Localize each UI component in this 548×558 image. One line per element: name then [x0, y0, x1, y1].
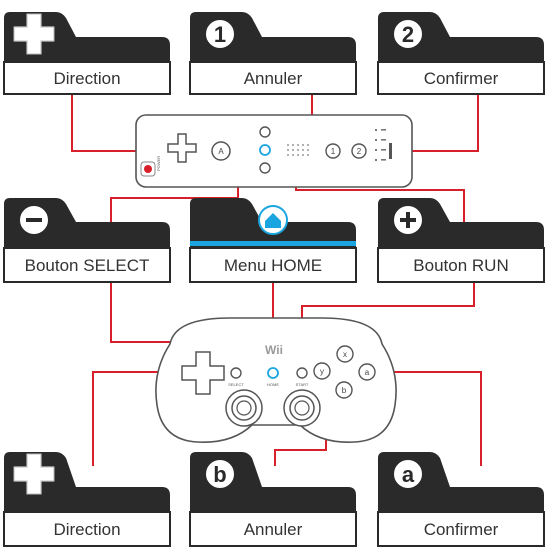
wii-1-button[interactable] [325, 143, 341, 159]
classic-controller-body [155, 317, 397, 443]
dpad-icon [13, 453, 55, 495]
badge-circle [392, 458, 424, 490]
classic-logo: Wii [265, 343, 283, 357]
label-box-body [189, 511, 357, 547]
label-box-text: Direction [53, 520, 120, 539]
player-leds [375, 129, 386, 161]
right-analog-stick[interactable] [283, 389, 321, 427]
label-box-text: Annuler [244, 69, 303, 88]
speaker-dots [287, 144, 309, 156]
home-icon-shape [265, 213, 281, 228]
label-box-body [189, 61, 357, 95]
label-box-text: Bouton RUN [413, 256, 508, 275]
label-box-text: Annuler [244, 520, 303, 539]
wii-remote-logo-icon [389, 143, 392, 159]
wii-1-label: 1 [331, 147, 336, 156]
classic-select-label: SELECT [228, 382, 244, 387]
wii-2-button[interactable] [351, 143, 367, 159]
power-label: POWER [156, 156, 161, 171]
label-box: Direction [3, 452, 171, 547]
label-box-body [377, 247, 545, 283]
classic-start-button[interactable] [296, 367, 308, 379]
classic-x-label: x [343, 350, 347, 359]
label-box: Annuler b [189, 452, 357, 547]
classic-y-button[interactable] [313, 362, 331, 380]
wii-remote-body [135, 114, 413, 188]
badge-circle [204, 458, 236, 490]
label-box-text: Confirmer [424, 520, 499, 539]
label-box-text: Bouton SELECT [25, 256, 150, 275]
label-box-body [189, 247, 357, 283]
classic-home-label: HOME [267, 382, 279, 387]
label-box-text: Menu HOME [224, 256, 322, 275]
label-box: Direction [3, 12, 171, 95]
label-box-body [3, 511, 171, 547]
classic-b-label: b [342, 386, 347, 395]
badge-label: b [213, 462, 226, 487]
classic-select-button[interactable] [230, 367, 242, 379]
badge-circle [392, 18, 424, 50]
classic-start-label: START [296, 382, 309, 387]
label-box-header [4, 12, 170, 62]
wii-home-button[interactable] [259, 144, 271, 156]
wii-a-label: A [218, 147, 224, 156]
minus-icon-bar [26, 218, 42, 222]
label-box-body [3, 61, 171, 95]
label-box-body [377, 61, 545, 95]
label-box: Confirmer 2 [377, 12, 545, 95]
classic-a-button[interactable] [358, 363, 376, 381]
classic-controller: Wii SELECT HOME START x y a b [155, 317, 397, 443]
label-box-body [3, 247, 171, 283]
badge-label: 2 [402, 22, 414, 47]
label-box-text: Confirmer [424, 69, 499, 88]
label-box-body [377, 511, 545, 547]
label-box: Bouton RUN [377, 198, 545, 283]
badge-label: a [402, 462, 415, 487]
classic-b-button[interactable] [335, 381, 353, 399]
wii-2-label: 2 [357, 147, 362, 156]
left-analog-stick[interactable] [225, 389, 263, 427]
home-accent-bar [190, 241, 356, 246]
wii-a-button[interactable] [211, 141, 231, 161]
dpad-icon [13, 13, 55, 55]
wii-minus-button[interactable] [259, 162, 271, 174]
classic-dpad[interactable] [181, 351, 225, 395]
wii-plus-button[interactable] [259, 126, 271, 138]
label-box-text: Direction [53, 69, 120, 88]
badge-label: 1 [214, 22, 226, 47]
connector-direction-cc [92, 371, 186, 466]
label-box: Annuler 1 [189, 12, 357, 95]
plus-icon-bar [406, 212, 410, 228]
classic-x-button[interactable] [336, 345, 354, 363]
wii-remote: POWER A 1 2 [135, 114, 413, 188]
label-box: Confirmer a [377, 452, 545, 547]
connector-a-cc [376, 371, 482, 466]
classic-home-button[interactable] [267, 367, 279, 379]
wii-dpad[interactable] [167, 133, 197, 163]
label-box: Menu HOME [189, 198, 357, 283]
classic-a-label: a [365, 368, 370, 377]
classic-y-label: y [320, 367, 324, 376]
badge-circle [204, 18, 236, 50]
power-icon [144, 165, 152, 173]
label-box: Bouton SELECT [3, 198, 171, 283]
